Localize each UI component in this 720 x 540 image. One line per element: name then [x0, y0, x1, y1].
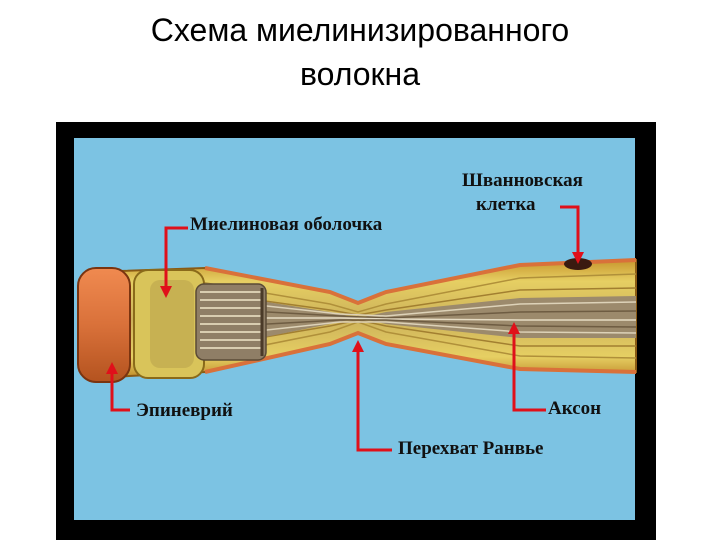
- pointer-lines: [110, 205, 580, 452]
- pointer-myelin: [164, 226, 188, 290]
- pointer-node: [356, 348, 392, 452]
- axon: [229, 296, 636, 344]
- label-schwann-cell-line-2: клетка: [476, 194, 536, 215]
- myelin-lamellae: [199, 273, 636, 359]
- pointer-arrowheads: [106, 252, 584, 374]
- label-node-of-ranvier: Перехват Ранвье: [398, 438, 544, 459]
- axon-bundle-end: [195, 283, 267, 361]
- label-axon: Аксон: [548, 398, 602, 419]
- slide-title: Схема миелинизированного волокна: [0, 8, 720, 96]
- title-line-1: Схема миелинизированного: [150, 12, 570, 48]
- pointer-schwann: [560, 205, 580, 258]
- epineurium: [77, 267, 131, 383]
- label-schwann-cell-line-1: Шванновская: [462, 170, 583, 191]
- label-epineurium: Эпиневрий: [136, 400, 233, 421]
- title-line-2: волокна: [299, 56, 421, 92]
- label-myelin-sheath: Миелиновая оболочка: [190, 214, 383, 235]
- pointer-epineurium: [110, 370, 130, 412]
- pointer-axon: [512, 330, 546, 412]
